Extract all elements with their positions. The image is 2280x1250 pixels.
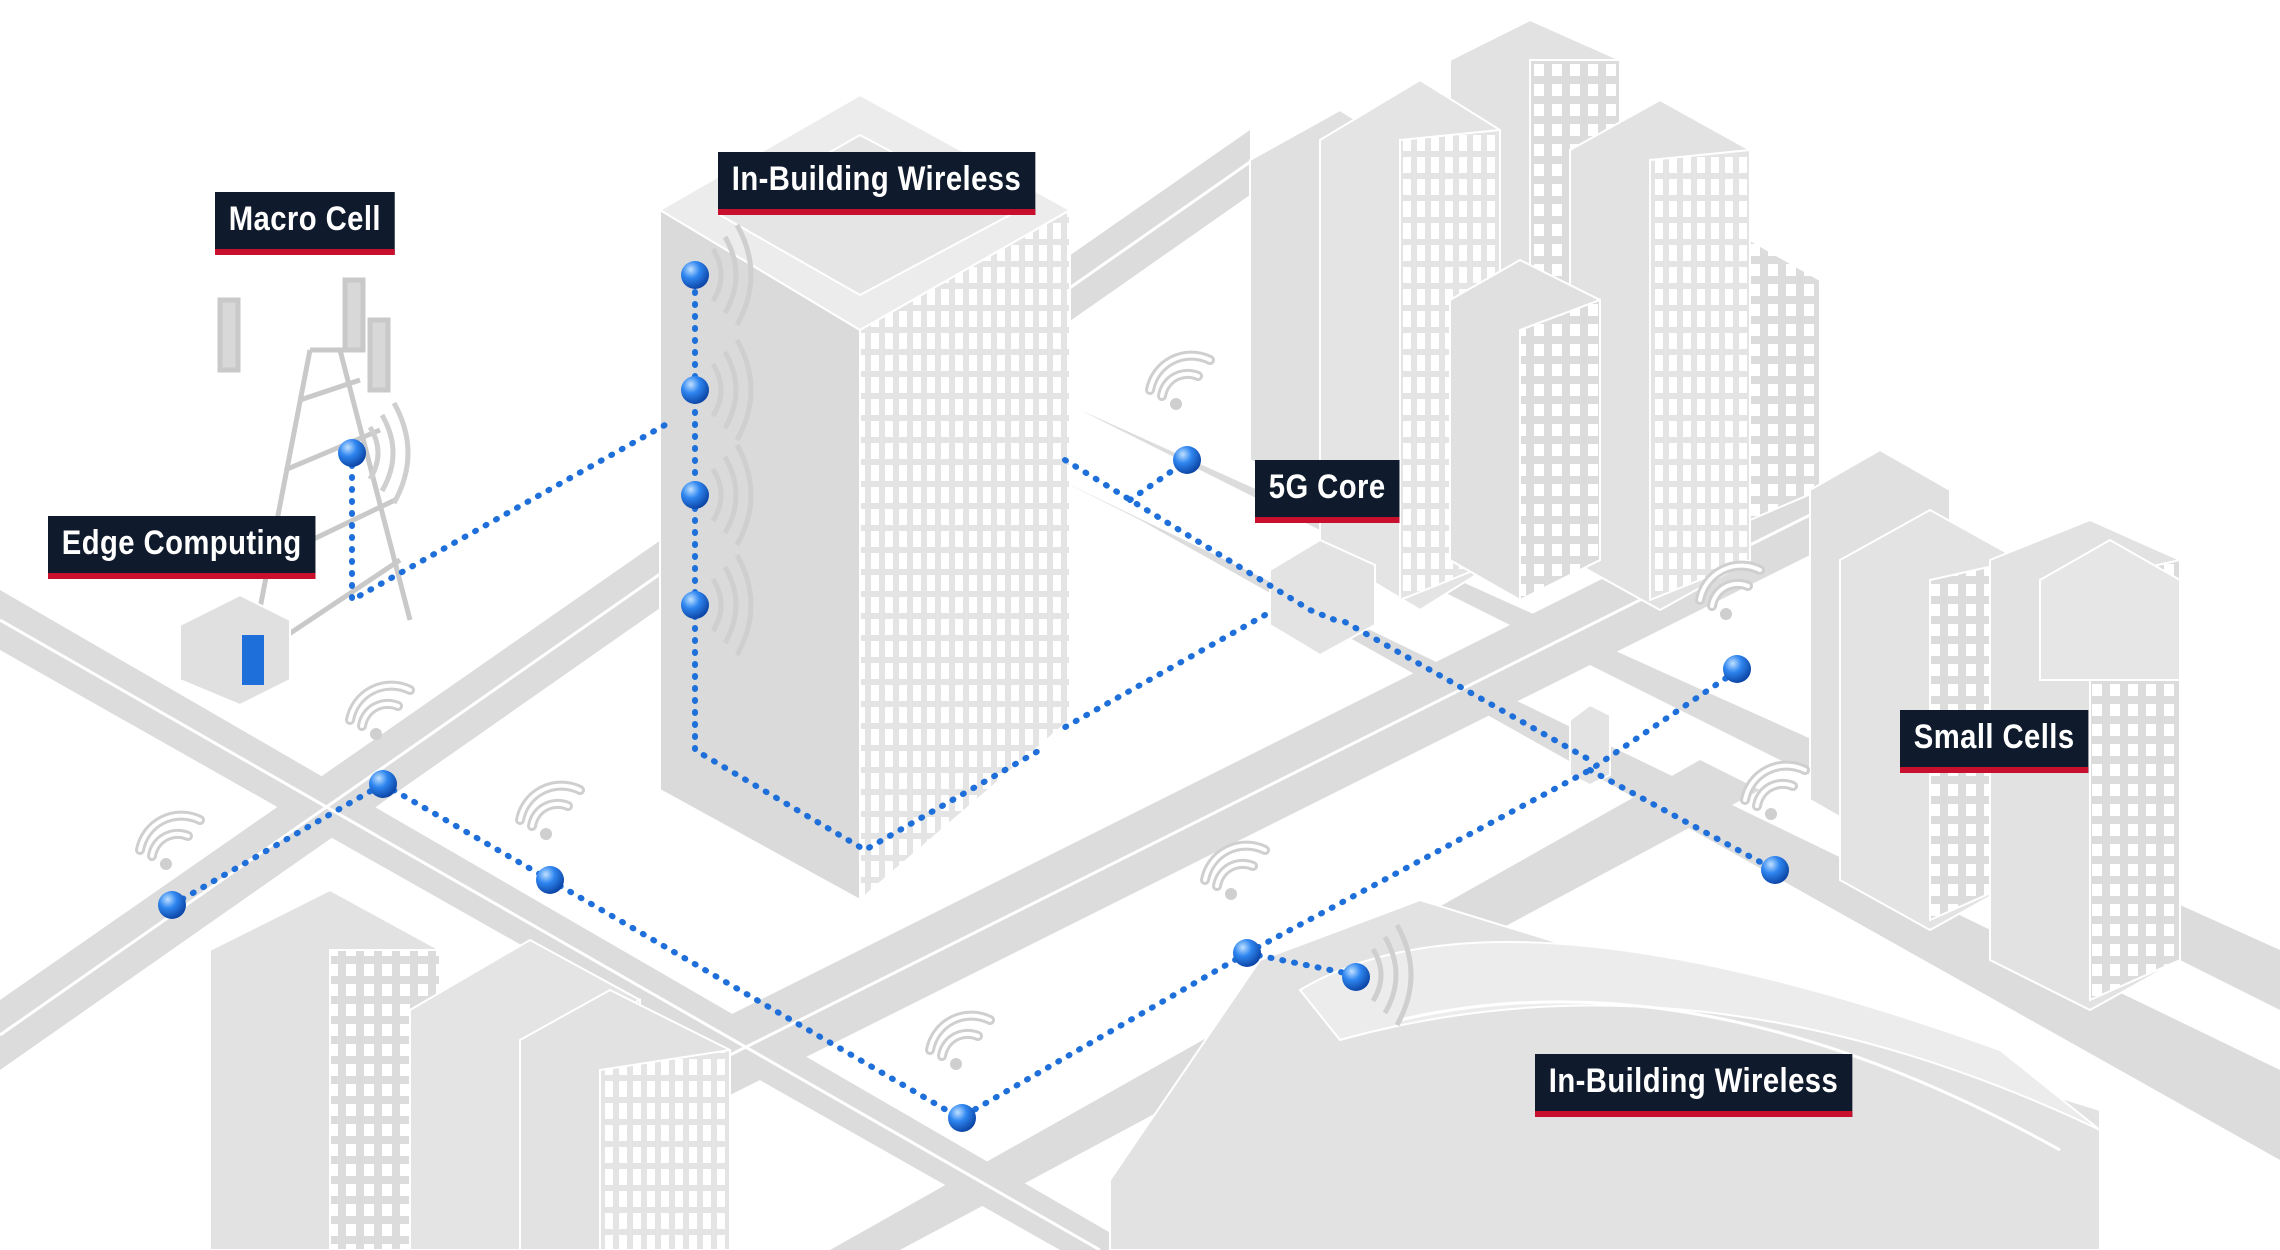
stadium-node bbox=[1342, 963, 1370, 991]
small-cell-node-2 bbox=[1761, 856, 1789, 884]
road-west-southeast bbox=[0, 590, 1140, 1250]
wifi-icon bbox=[1205, 846, 1265, 900]
street-node-1 bbox=[158, 891, 186, 919]
5g-core-box bbox=[1269, 538, 1376, 657]
label-5g-core: 5G Core bbox=[1255, 460, 1400, 524]
tower-node bbox=[338, 439, 366, 467]
wifi-icon bbox=[140, 816, 200, 870]
nodes bbox=[158, 261, 1789, 1132]
wifi-icon bbox=[520, 786, 580, 840]
edge-computing-box bbox=[179, 593, 291, 707]
macro-cell-tower bbox=[217, 277, 413, 663]
small-cell-node-1 bbox=[1723, 655, 1751, 683]
label-small-cells: Small Cells bbox=[1900, 710, 2089, 774]
building-node-3 bbox=[681, 481, 709, 509]
wifi-icon bbox=[930, 1016, 990, 1070]
street-node-5 bbox=[1233, 939, 1261, 967]
label-macro-cell: Macro Cell bbox=[215, 192, 395, 256]
street-node-2 bbox=[369, 770, 397, 798]
junction-box bbox=[1569, 703, 1611, 787]
northeast-cluster bbox=[1249, 18, 1821, 612]
building-node-4 bbox=[681, 591, 709, 619]
label-in-building-wireless-top: In-Building Wireless bbox=[718, 152, 1035, 216]
street-node-3 bbox=[536, 866, 564, 894]
label-in-building-wireless-bottom: In-Building Wireless bbox=[1535, 1054, 1852, 1118]
wifi-icon bbox=[1150, 356, 1210, 410]
label-edge-computing: Edge Computing bbox=[48, 516, 316, 580]
street-node-4 bbox=[948, 1104, 976, 1132]
core-node bbox=[1173, 446, 1201, 474]
building-node-1 bbox=[681, 261, 709, 289]
buildings bbox=[209, 18, 2181, 1250]
southwest-cluster bbox=[209, 888, 731, 1250]
building-node-2 bbox=[681, 376, 709, 404]
